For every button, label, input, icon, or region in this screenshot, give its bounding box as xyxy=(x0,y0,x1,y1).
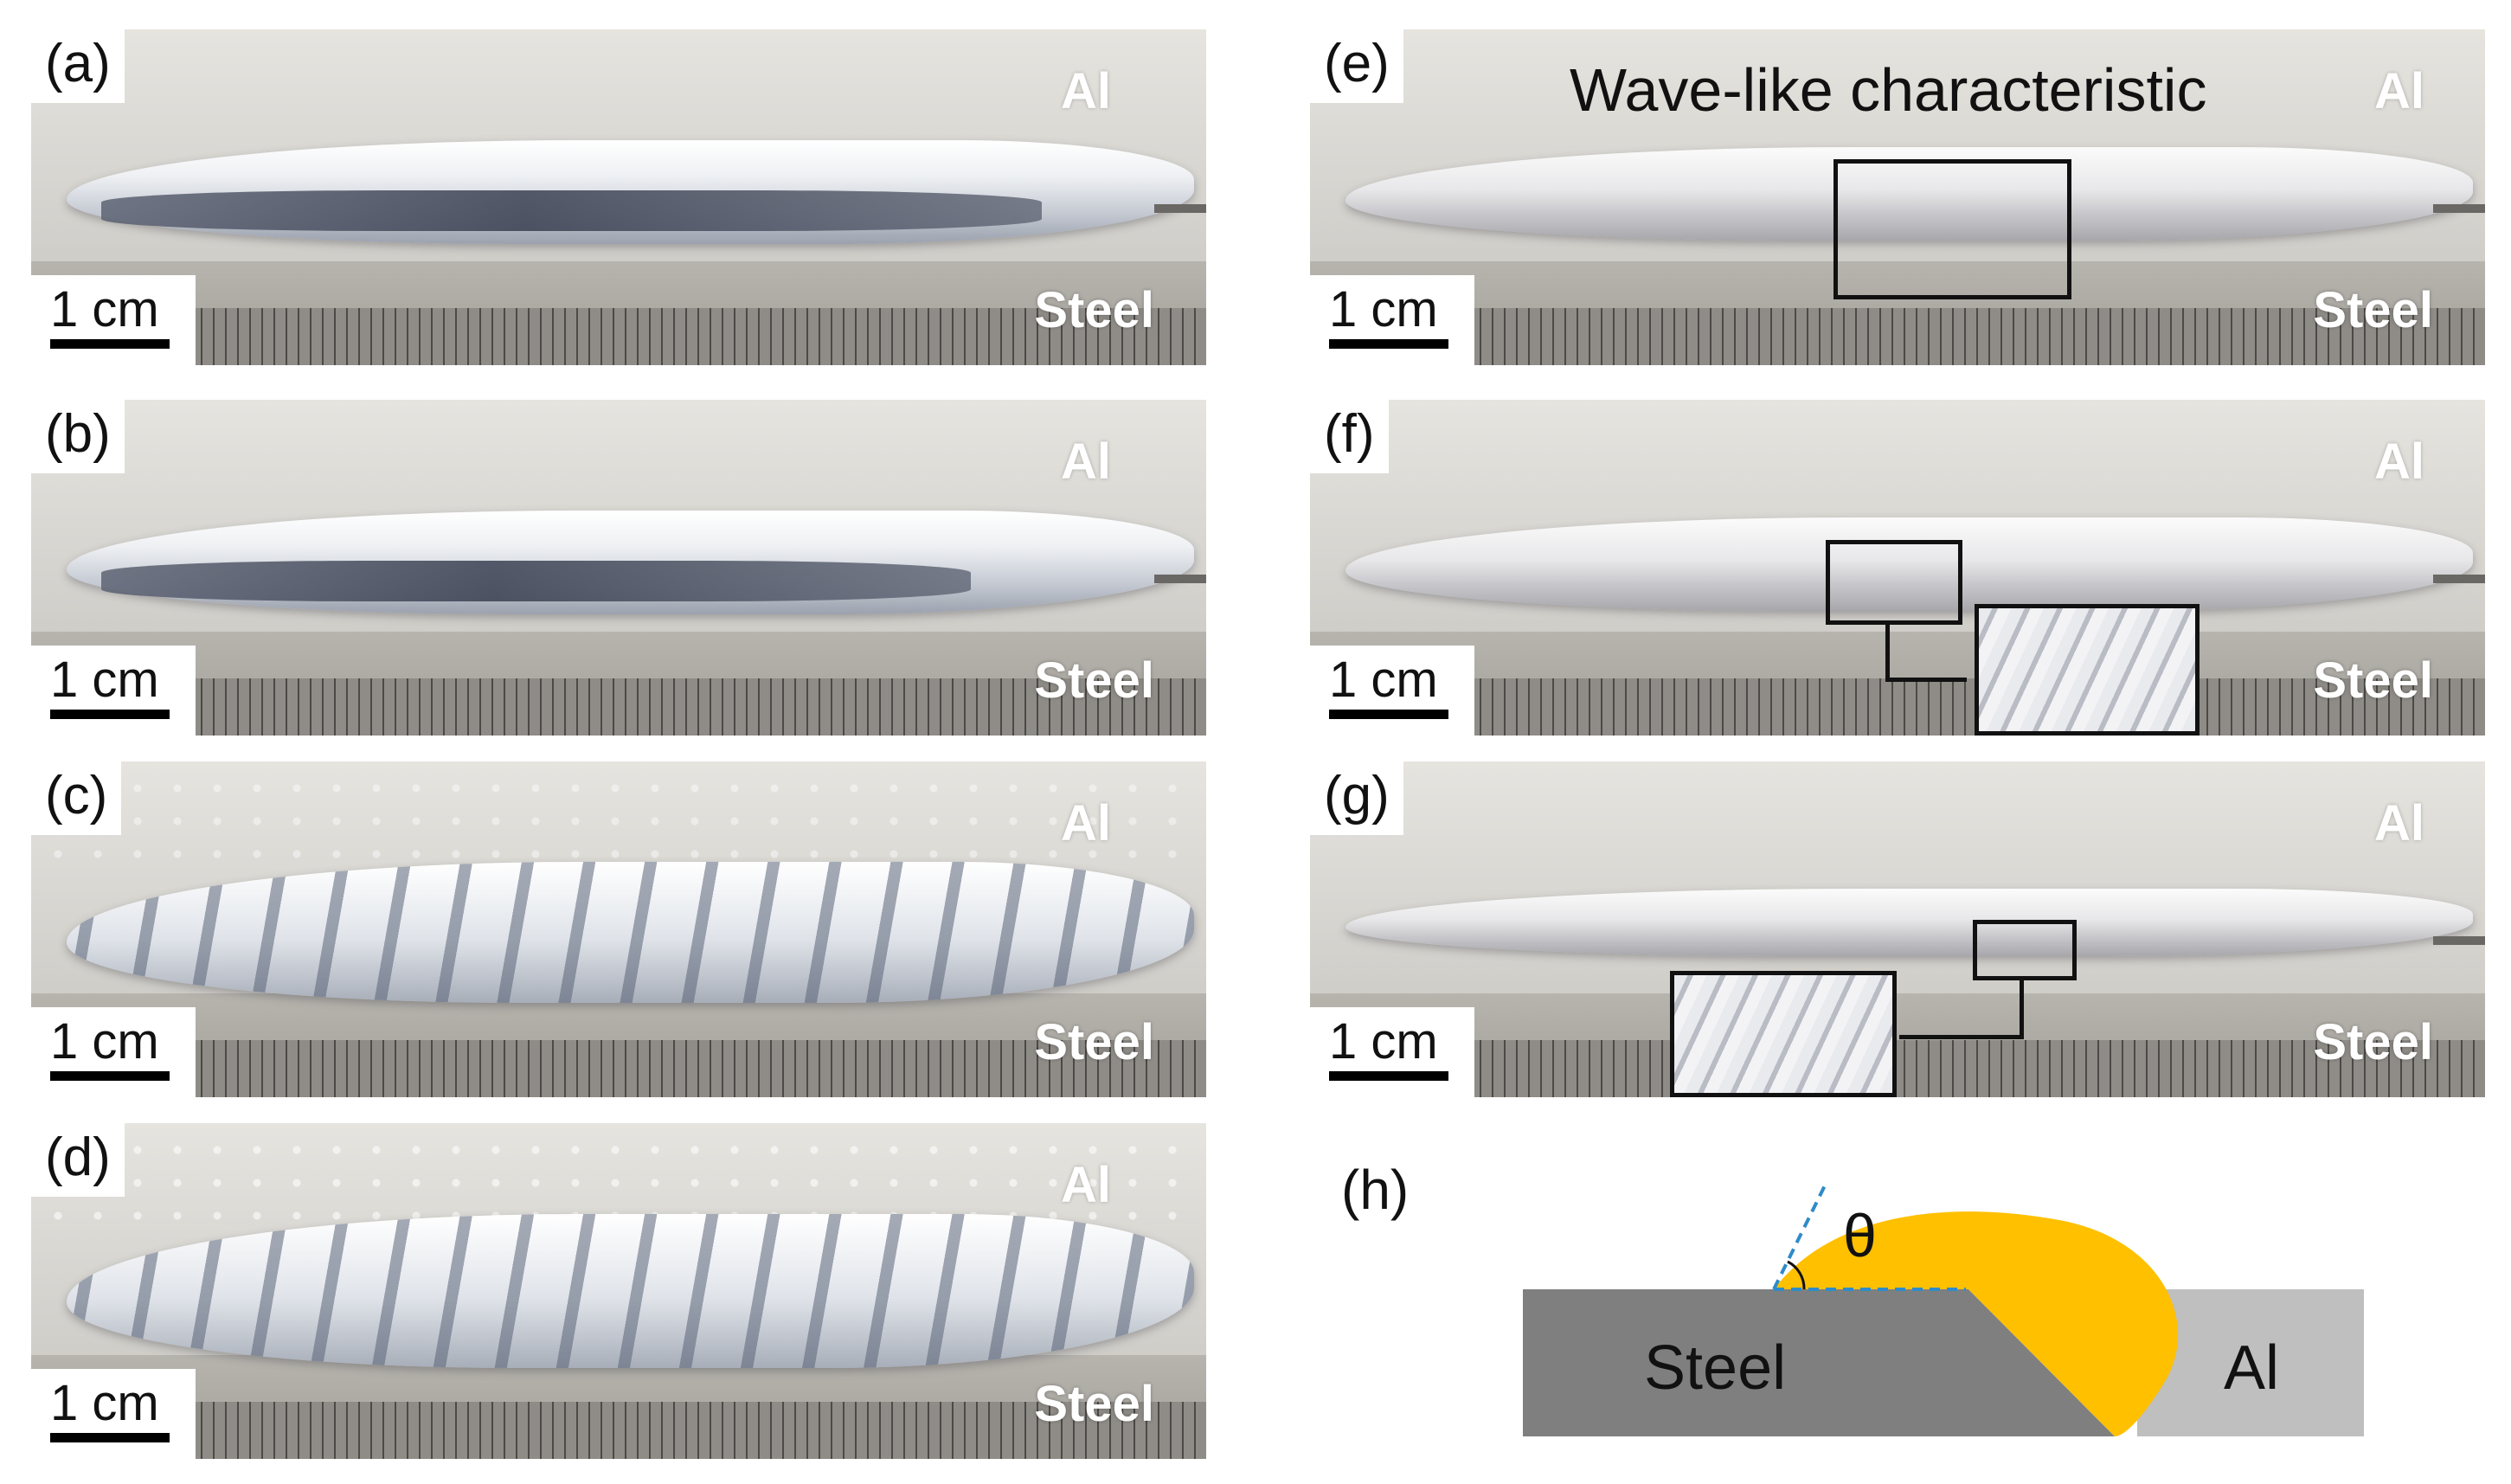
steel-label: Steel xyxy=(1034,282,1154,338)
panel-label: (e) xyxy=(1310,29,1403,103)
photo-panel-f: (f) Al Steel 1 cm xyxy=(1310,400,2485,736)
steel-label: Steel xyxy=(2313,652,2433,709)
scale-bar-box: 1 cm xyxy=(1310,275,1474,365)
ruler-scale xyxy=(31,1402,1206,1459)
weld-bead-rippled xyxy=(66,862,1195,1004)
steel-label: Steel xyxy=(1034,1376,1154,1432)
ruler-scale xyxy=(1310,308,2485,365)
photo-panel-c: (c) Al Steel 1 cm xyxy=(31,761,1206,1097)
highlight-box xyxy=(1826,540,1962,625)
plate-groove xyxy=(2433,203,2485,213)
steel-label: Steel xyxy=(1034,652,1154,709)
scale-bar xyxy=(50,710,170,719)
scale-label: 1 cm xyxy=(50,1375,159,1431)
weld-seam-dark xyxy=(101,561,972,601)
steel-label: Steel xyxy=(1034,1014,1154,1070)
scale-bar xyxy=(1329,339,1448,349)
panel-label: (g) xyxy=(1310,761,1403,835)
spatter-particles xyxy=(31,761,1206,863)
panel-label: (d) xyxy=(31,1123,125,1197)
photo-panel-b: (b) Al Steel 1 cm xyxy=(31,400,1206,736)
scale-bar-box: 1 cm xyxy=(1310,1007,1474,1097)
scale-label: 1 cm xyxy=(1329,281,1438,337)
scale-bar-box: 1 cm xyxy=(31,646,196,736)
steel-label: Steel xyxy=(2313,1014,2433,1070)
panel-label: (c) xyxy=(31,761,122,835)
scale-label: 1 cm xyxy=(50,281,159,337)
ruler-scale xyxy=(1310,1040,2485,1097)
weld-bead xyxy=(1345,889,2474,957)
al-plate-label: Al xyxy=(2224,1333,2279,1403)
panel-label: (f) xyxy=(1310,400,1389,473)
spatter-particles xyxy=(31,1123,1206,1224)
angle-tangent-line xyxy=(1772,1185,1827,1290)
weld-cross-section-diagram: θ Steel Al xyxy=(1523,1185,2364,1436)
highlight-box xyxy=(1833,159,2071,299)
scale-bar-box: 1 cm xyxy=(31,275,196,365)
photo-panel-e: (e) Wave-like characteristic Al Steel 1 … xyxy=(1310,29,2485,365)
zoom-inset xyxy=(1975,604,2200,736)
scale-label: 1 cm xyxy=(1329,1013,1438,1070)
panel-label: (a) xyxy=(31,29,125,103)
scale-bar xyxy=(50,1433,170,1442)
weld-bead-shape xyxy=(1774,1211,2179,1436)
al-label: Al xyxy=(2374,63,2424,119)
al-label: Al xyxy=(2374,795,2424,851)
ruler-scale xyxy=(31,308,1206,365)
scale-bar xyxy=(50,1071,170,1081)
scale-label: 1 cm xyxy=(50,1013,159,1070)
steel-plate-label: Steel xyxy=(1644,1333,1786,1403)
photo-panel-a: (a) Al Steel 1 cm xyxy=(31,29,1206,365)
plate-groove xyxy=(1154,203,1206,213)
ruler-scale xyxy=(31,1040,1206,1097)
steel-plate xyxy=(1523,1289,2115,1436)
angle-arc xyxy=(1787,1260,1806,1290)
photo-panel-d: (d) Al Steel 1 cm xyxy=(31,1123,1206,1459)
theta-label: θ xyxy=(1843,1202,1877,1269)
al-label: Al xyxy=(1061,434,1111,490)
plate-groove xyxy=(1154,574,1206,583)
scale-bar-box: 1 cm xyxy=(31,1369,196,1459)
panel-label: (b) xyxy=(31,400,125,473)
highlight-box xyxy=(1973,920,2077,980)
scale-label: 1 cm xyxy=(50,652,159,708)
panel-label-h: (h) xyxy=(1341,1159,1410,1221)
scale-bar xyxy=(50,339,170,349)
scale-bar xyxy=(1329,1071,1448,1081)
scale-bar-box: 1 cm xyxy=(31,1007,196,1097)
plate-groove xyxy=(2433,574,2485,583)
zoom-inset xyxy=(1670,971,1897,1097)
connector-line xyxy=(1899,980,2024,1039)
ruler-scale xyxy=(1310,678,2485,736)
photo-panel-g: (g) Al Steel 1 cm xyxy=(1310,761,2485,1097)
wave-like-annotation: Wave-like characteristic xyxy=(1570,56,2207,124)
weld-seam-dark xyxy=(101,190,1042,231)
scale-label: 1 cm xyxy=(1329,652,1438,708)
ruler-scale xyxy=(31,678,1206,736)
weld-bead xyxy=(1345,517,2474,612)
al-label: Al xyxy=(2374,434,2424,490)
al-label: Al xyxy=(1061,1157,1111,1213)
al-label: Al xyxy=(1061,63,1111,119)
scale-bar-box: 1 cm xyxy=(1310,646,1474,736)
plate-groove xyxy=(2433,935,2485,945)
steel-label: Steel xyxy=(2313,282,2433,338)
scale-bar xyxy=(1329,710,1448,719)
weld-bead-rippled xyxy=(66,1213,1195,1369)
connector-line xyxy=(1885,625,1967,682)
al-label: Al xyxy=(1061,795,1111,851)
